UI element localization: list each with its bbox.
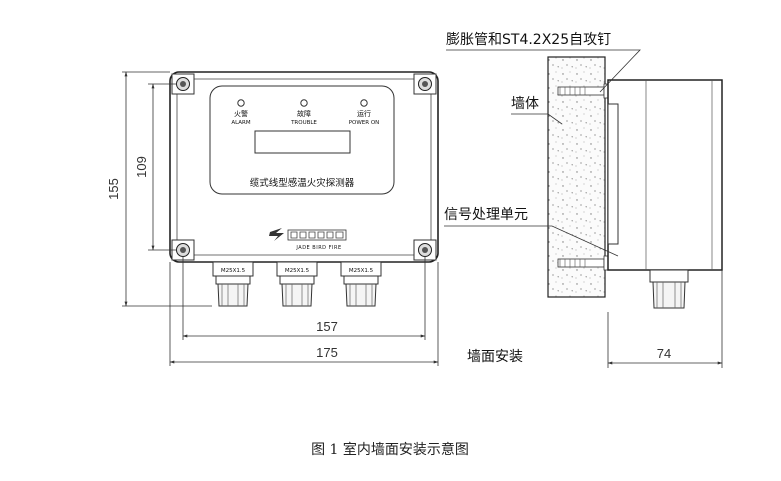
install-label: 墙面安装 <box>467 349 523 365</box>
front-dimensions <box>122 71 439 366</box>
label-wall: 墙体 <box>511 96 539 112</box>
corner-screw <box>171 239 195 261</box>
leader-wall <box>511 113 563 125</box>
dim-157: 157 <box>316 319 338 334</box>
power-led-icon <box>360 99 368 107</box>
unit-side-enclosure <box>607 79 723 271</box>
gland-label: M25X1.5 <box>349 268 374 274</box>
cable-gland: M25X1.5 <box>276 261 318 307</box>
figure-caption: 图 1 室内墙面安装示意图 <box>311 441 469 458</box>
dim-155: 155 <box>106 178 121 200</box>
label-screw: 膨胀管和ST4.2X25自攻钉 <box>446 31 611 48</box>
expansion-anchor <box>557 255 611 271</box>
dim-175: 175 <box>316 345 338 360</box>
side-view <box>547 56 723 368</box>
trouble-led-icon <box>300 99 308 107</box>
expansion-anchor <box>557 83 611 99</box>
device-name: 缆式线型感温火灾探测器 <box>250 177 355 189</box>
brand-text: JADE BIRD FIRE <box>295 245 341 251</box>
corner-screw <box>413 73 437 95</box>
led-label-trouble-cn: 故障 <box>297 109 311 118</box>
gland-label: M25X1.5 <box>221 268 246 274</box>
dim-74: 74 <box>657 346 671 361</box>
unit-back-plate <box>607 103 619 245</box>
display-window <box>254 130 351 154</box>
led-label-alarm-en: ALARM <box>231 120 251 126</box>
label-unit: 信号处理单元 <box>444 207 528 223</box>
corner-screw <box>171 73 195 95</box>
cable-gland: M25X1.5 <box>340 261 382 307</box>
brand-logo-icon <box>269 228 347 241</box>
led-label-alarm-cn: 火警 <box>234 109 248 118</box>
front-view: 火警 ALARM 故障 TROUBLE 运行 POWER ON 缆式线型感温火灾… <box>169 71 439 307</box>
corner-screw <box>413 239 437 261</box>
led-label-trouble-en: TROUBLE <box>290 120 317 126</box>
side-cable-gland <box>649 269 689 309</box>
leader-screw <box>446 49 641 93</box>
enclosure-inner <box>176 78 432 256</box>
gland-label: M25X1.5 <box>285 268 310 274</box>
led-label-power-cn: 运行 <box>357 109 371 118</box>
alarm-led-icon <box>237 99 245 107</box>
cable-gland: M25X1.5 <box>212 261 254 307</box>
led-label-power-en: POWER ON <box>349 120 380 126</box>
dim-109: 109 <box>134 156 149 178</box>
leader-unit <box>444 225 619 257</box>
wall <box>547 56 606 298</box>
